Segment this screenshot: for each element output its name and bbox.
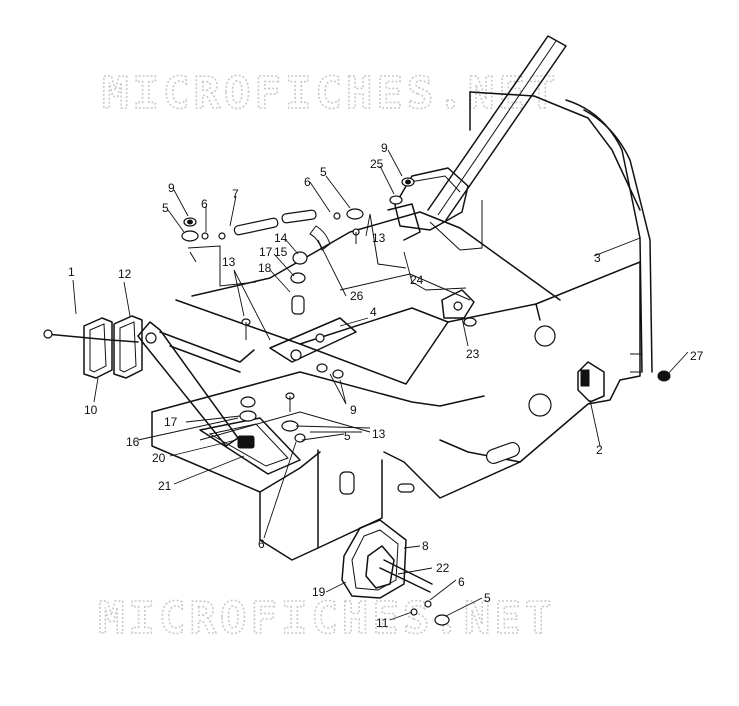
leader-lines: [72, 149, 689, 621]
callout-17-a: 17: [259, 245, 273, 259]
callout-11: 11: [376, 616, 389, 630]
callout-6-b: 6: [304, 175, 311, 189]
callout-13-c: 13: [372, 427, 386, 441]
callout-22: 22: [436, 561, 450, 575]
callout-15: 15: [274, 245, 288, 259]
callout-6-c: 6: [258, 537, 265, 551]
callout-9-b: 9: [381, 141, 388, 155]
frame-assembly: [43, 35, 653, 599]
callout-23: 23: [466, 347, 480, 361]
callout-1: 1: [68, 265, 75, 279]
callout-26: 26: [350, 289, 364, 303]
callout-16: 16: [126, 435, 140, 449]
callout-12: 12: [118, 267, 132, 281]
callout-21: 21: [158, 479, 172, 493]
callout-labels: 1 2 3 4 5 5 5 5 6 6 6 6 7 8 9 9 9 10 11 …: [68, 141, 704, 630]
callout-18: 18: [258, 261, 272, 275]
callout-4: 4: [370, 305, 377, 319]
callout-7: 7: [232, 187, 239, 201]
callout-10: 10: [84, 403, 98, 417]
callout-6-d: 6: [458, 575, 465, 589]
callout-25: 25: [370, 157, 384, 171]
callout-2: 2: [596, 443, 603, 457]
hardware: [181, 177, 671, 626]
callout-6-a: 6: [201, 197, 208, 211]
watermark-top: MICROFICHES.NET: [102, 68, 559, 119]
callout-17-b: 17: [164, 415, 178, 429]
callout-5-c: 5: [344, 429, 351, 443]
callout-5-a: 5: [162, 201, 169, 215]
callout-9-a: 9: [168, 181, 175, 195]
callout-9-c: 9: [350, 403, 357, 417]
callout-27: 27: [690, 349, 704, 363]
callout-14: 14: [274, 231, 288, 245]
callout-5-d: 5: [484, 591, 491, 605]
callout-20: 20: [152, 451, 166, 465]
callout-8: 8: [422, 539, 429, 553]
callout-3: 3: [594, 251, 601, 265]
callout-13-b: 13: [372, 231, 386, 245]
callout-19: 19: [312, 585, 326, 599]
callout-13-a: 13: [222, 255, 236, 269]
callout-5-b: 5: [320, 165, 327, 179]
callout-24: 24: [410, 273, 424, 287]
